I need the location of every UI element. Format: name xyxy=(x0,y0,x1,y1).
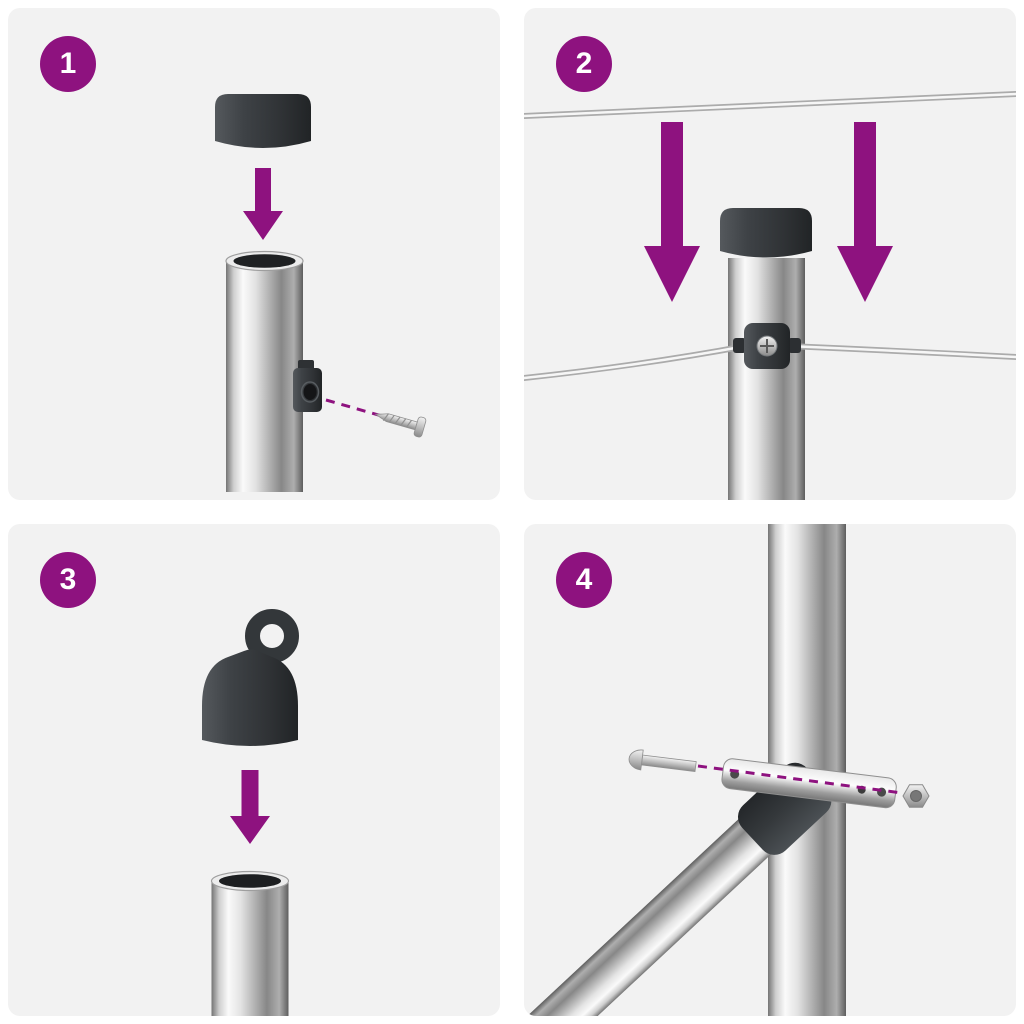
step-1-illustration xyxy=(215,94,427,492)
step-4-illustration xyxy=(524,524,930,1016)
capped-steel-post-icon xyxy=(720,208,812,500)
eyelet-tension-cap-icon xyxy=(202,609,299,746)
open-post-top-icon xyxy=(210,870,290,1016)
threaded-wire-icon xyxy=(524,343,1016,381)
step-number: 2 xyxy=(575,47,593,80)
step-number-badge: 4 xyxy=(556,552,612,608)
hex-nut-icon xyxy=(902,784,930,808)
down-arrow-icon xyxy=(243,168,283,240)
post-cap-icon xyxy=(215,94,311,148)
bolt-guide-dashed-line xyxy=(697,764,903,795)
top-tension-wire-icon xyxy=(524,91,1016,119)
wire-holder-bracket-icon xyxy=(293,360,322,412)
steps-grid: 1 xyxy=(8,8,1016,1016)
step-number: 3 xyxy=(59,563,77,596)
down-arrow-left-icon xyxy=(644,122,700,302)
step-panel-4: 4 xyxy=(524,524,1016,1016)
down-arrow-right-icon xyxy=(837,122,893,302)
carriage-bolt-icon xyxy=(628,749,697,772)
screw-guide-dashed-line xyxy=(325,398,383,418)
down-arrow-icon xyxy=(230,770,270,844)
wire-holder-clamp-icon xyxy=(733,323,801,369)
fixing-screw-icon xyxy=(374,413,427,438)
step-number-badge: 2 xyxy=(556,36,612,92)
step-panel-1: 1 xyxy=(8,8,500,500)
step-number: 4 xyxy=(575,563,593,596)
step-number-badge: 1 xyxy=(40,36,96,92)
step-panel-3: 3 xyxy=(8,524,500,1016)
step-number-badge: 3 xyxy=(40,552,96,608)
step-number: 1 xyxy=(59,47,77,80)
steel-post-icon xyxy=(225,250,304,492)
step-panel-2: 2 xyxy=(524,8,1016,500)
step-2-illustration xyxy=(524,91,1016,500)
step-3-illustration xyxy=(202,609,299,1016)
